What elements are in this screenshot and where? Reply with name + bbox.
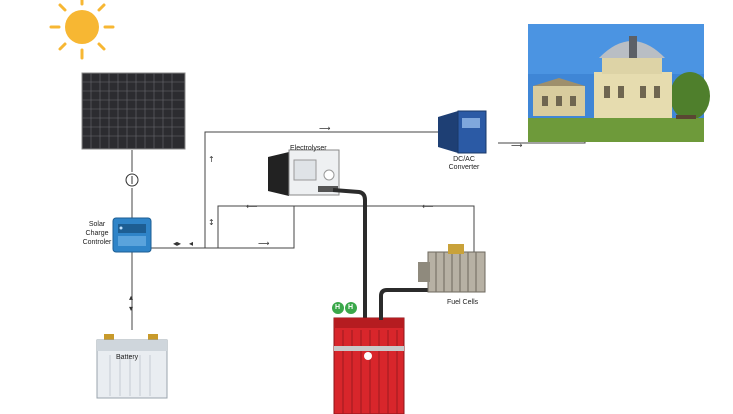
arrow-right-converter: ⟶: [511, 141, 523, 150]
solar-charge-controller: [112, 217, 152, 253]
solar-charge-controller-label: Solar Charge Controler: [80, 220, 114, 247]
gas-pipe-fuel-cell: [379, 288, 430, 320]
arrow-right-low: ⟶: [258, 239, 270, 248]
fuel-cells-label: Fuel Cells: [447, 299, 479, 306]
sun-icon: [49, 0, 115, 60]
fuel-cells: [418, 244, 486, 293]
arrow-bidir-battery-2: ▾: [129, 304, 133, 313]
dcac-converter-label: DC/AC Converter: [442, 156, 486, 172]
h2-badge: [332, 302, 357, 314]
electrolyser: [268, 149, 367, 320]
h2-badge-left-text: H: [335, 304, 341, 311]
arrow-right-top: ⟶: [319, 124, 331, 133]
observatory-load-photo: [528, 24, 710, 142]
hydrogen-storage-cylinders: [333, 317, 405, 414]
dcac-converter-text: DC/AC Converter: [448, 156, 480, 171]
h2-badge-right-text: H: [348, 304, 354, 311]
arrow-bidir-2: ◂: [189, 239, 193, 248]
arrow-up-2: ↕: [208, 218, 215, 227]
electrical-wires: [131, 131, 586, 330]
arrow-left-mid: ⟵: [246, 202, 258, 211]
arrow-left-fuel: ⟵: [422, 202, 434, 211]
arrow-bidir-battery: ▴: [129, 293, 133, 302]
arrow-up-1: ↑: [208, 155, 215, 164]
dcac-converter: [438, 110, 487, 154]
electrolyser-label: Electrolyser: [290, 145, 327, 152]
battery: [96, 334, 168, 399]
battery-label: Battery: [116, 354, 139, 361]
solar-panel: [81, 72, 186, 150]
arrow-bidir-1: ◂▸: [173, 239, 181, 248]
breaker-icon: [125, 173, 139, 187]
solar-charge-controller-text: Solar Charge Controler: [82, 221, 112, 246]
